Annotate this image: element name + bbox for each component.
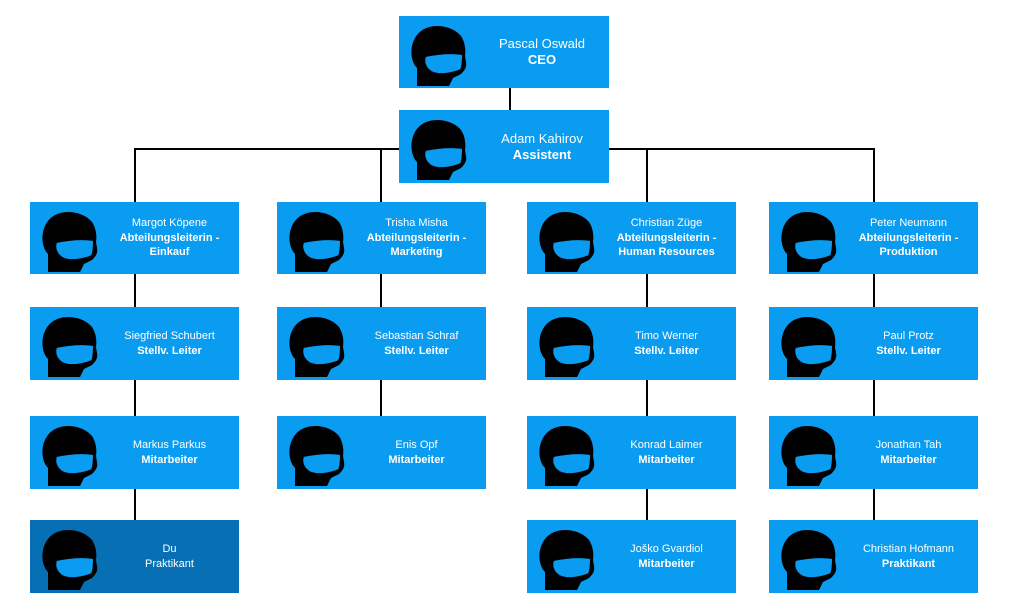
person-with-mask-icon: [539, 425, 595, 486]
person-with-mask-icon: [42, 316, 98, 377]
person-with-mask-icon: [42, 425, 98, 486]
person-with-mask-icon: [411, 25, 467, 86]
org-node-member[interactable]: Siegfried Schubert Stellv. Leiter: [30, 307, 239, 380]
person-role: Assistent: [512, 146, 572, 162]
person-name: Markus Parkus: [132, 439, 207, 451]
org-node-member[interactable]: Markus Parkus Mitarbeiter: [30, 416, 239, 489]
person-role: Mitarbeiter: [638, 453, 695, 466]
person-with-mask-icon: [539, 316, 595, 377]
person-name: Sebastian Schraf: [374, 330, 459, 342]
person-with-mask-icon: [539, 529, 595, 590]
person-role: Stellv. Leiter: [137, 344, 202, 357]
person-with-mask-icon: [781, 529, 837, 590]
connector-col2-drop: [380, 148, 382, 416]
person-with-mask-icon: [539, 211, 595, 272]
person-with-mask-icon: [289, 425, 345, 486]
org-node-head-produktion[interactable]: Peter Neumann Abteilungsleiterin - Produ…: [769, 202, 978, 274]
org-node-ceo[interactable]: Pascal Oswald CEO: [399, 16, 609, 88]
person-name: Joško Gvardiol: [630, 543, 703, 555]
org-node-head-human-resources[interactable]: Christian Züge Abteilungsleiterin - Huma…: [527, 202, 736, 274]
org-node-member[interactable]: Sebastian Schraf Stellv. Leiter: [277, 307, 486, 380]
org-node-assistant[interactable]: Adam Kahirov Assistent: [399, 110, 609, 183]
person-name: Timo Werner: [635, 330, 698, 342]
person-name: Peter Neumann: [869, 217, 948, 230]
person-name: Konrad Laimer: [630, 439, 703, 451]
person-name: Christian Züge: [630, 217, 703, 230]
org-node-head-marketing[interactable]: Trisha Misha Abteilungsleiterin - Market…: [277, 202, 486, 274]
person-with-mask-icon: [289, 316, 345, 377]
org-node-member[interactable]: Jonathan Tah Mitarbeiter: [769, 416, 978, 489]
person-role: Abteilungsleiterin - Marketing: [366, 231, 467, 259]
person-with-mask-icon: [289, 211, 345, 272]
person-role: Stellv. Leiter: [384, 344, 449, 357]
person-role: CEO: [527, 52, 557, 67]
person-with-mask-icon: [42, 529, 98, 590]
org-node-self-highlighted[interactable]: Du Praktikant: [30, 520, 239, 593]
person-name: Christian Hofmann: [862, 543, 955, 555]
person-role: Mitarbeiter: [880, 453, 937, 466]
person-role: Praktikant: [145, 557, 194, 570]
person-role: Abteilungsleiterin - Produktion: [858, 231, 959, 259]
person-role: Mitarbeiter: [388, 453, 445, 466]
person-role: Stellv. Leiter: [876, 344, 941, 357]
org-node-member[interactable]: Timo Werner Stellv. Leiter: [527, 307, 736, 380]
person-name: Du: [162, 543, 177, 555]
person-name: Enis Opf: [395, 439, 438, 451]
person-name: Trisha Misha: [385, 217, 448, 230]
person-with-mask-icon: [781, 211, 837, 272]
person-with-mask-icon: [781, 425, 837, 486]
org-node-member[interactable]: Enis Opf Mitarbeiter: [277, 416, 486, 489]
connector-ceo-assistant: [509, 88, 511, 110]
person-role: Abteilungsleiterin - Einkauf: [119, 231, 220, 259]
person-with-mask-icon: [42, 211, 98, 272]
person-name: Adam Kahirov: [501, 130, 583, 146]
person-role: Abteilungsleiterin - Human Resources: [616, 231, 717, 259]
org-node-member[interactable]: Konrad Laimer Mitarbeiter: [527, 416, 736, 489]
person-role: Stellv. Leiter: [634, 344, 699, 357]
person-role: Mitarbeiter: [638, 557, 695, 570]
org-node-member[interactable]: Joško Gvardiol Mitarbeiter: [527, 520, 736, 593]
person-role: Mitarbeiter: [141, 453, 198, 466]
org-node-member[interactable]: Christian Hofmann Praktikant: [769, 520, 978, 593]
person-with-mask-icon: [781, 316, 837, 377]
person-name: Pascal Oswald: [499, 36, 585, 51]
person-name: Paul Protz: [883, 330, 934, 342]
person-name: Siegfried Schubert: [124, 330, 215, 342]
person-with-mask-icon: [411, 119, 467, 180]
org-node-head-einkauf[interactable]: Margot Köpene Abteilungsleiterin - Einka…: [30, 202, 239, 274]
person-name: Margot Köpene: [131, 217, 208, 230]
person-role: Praktikant: [881, 557, 936, 570]
person-name: Jonathan Tah: [875, 439, 942, 451]
org-node-member[interactable]: Paul Protz Stellv. Leiter: [769, 307, 978, 380]
